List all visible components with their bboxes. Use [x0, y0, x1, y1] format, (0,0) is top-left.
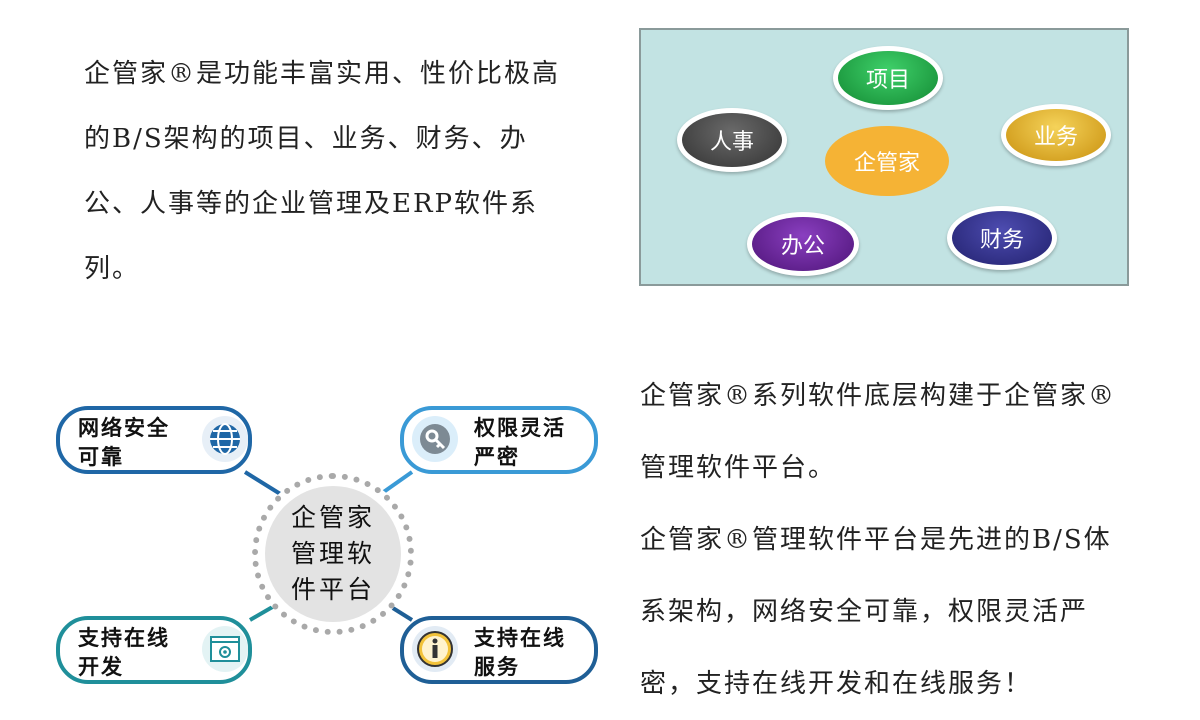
module-diagram: 项目 业务 人事 企管家 办公 财务	[639, 28, 1129, 286]
node-business-label: 业务	[1033, 125, 1078, 150]
platform-hub-label: 企管家管理软件平台	[290, 503, 375, 604]
node-office-label: 办公	[780, 234, 825, 259]
node-hr: 人事	[677, 108, 787, 172]
feature-online-service: 支持在线服务	[400, 616, 598, 684]
description-paragraph-1: 企管家®系列软件底层构建于企管家®管理软件平台。	[640, 381, 1117, 483]
feature-online-service-label: 支持在线服务	[474, 625, 566, 679]
platform-hub-inner: 企管家管理软件平台	[265, 486, 401, 622]
info-icon	[412, 626, 458, 672]
node-office-bubble: 办公	[752, 217, 854, 271]
node-project-bubble: 项目	[838, 51, 938, 105]
platform-hub: 企管家管理软件平台	[252, 473, 414, 635]
platform-diagram: 网络安全可靠 权限灵活严密 企管家管理软件平台 支持	[0, 380, 620, 710]
node-finance-bubble: 财务	[952, 211, 1052, 265]
node-hr-label: 人事	[709, 130, 754, 155]
node-center-label: 企管家	[853, 151, 920, 176]
feature-security: 网络安全可靠	[56, 406, 252, 474]
node-business-bubble: 业务	[1006, 109, 1106, 161]
node-hr-bubble: 人事	[682, 113, 782, 167]
platform-description: 企管家®系列软件底层构建于企管家®管理软件平台。 企管家®管理软件平台是先进的B…	[640, 360, 1130, 720]
gear-window-icon	[202, 626, 248, 672]
feature-online-dev: 支持在线开发	[56, 616, 252, 684]
node-center-bubble: 企管家	[825, 126, 949, 196]
globe-icon	[202, 416, 248, 462]
node-business: 业务	[1001, 104, 1111, 166]
node-project-label: 项目	[865, 68, 910, 93]
node-finance: 财务	[947, 206, 1057, 270]
node-center: 企管家	[825, 126, 949, 196]
feature-online-dev-label: 支持在线开发	[78, 625, 170, 679]
node-office: 办公	[747, 212, 859, 276]
description-paragraph-2: 企管家®管理软件平台是先进的B/S体系架构，网络安全可靠，权限灵活严密，支持在线…	[640, 525, 1112, 699]
feature-security-label: 网络安全可靠	[78, 415, 170, 469]
node-finance-label: 财务	[979, 228, 1024, 253]
feature-permissions: 权限灵活严密	[400, 406, 598, 474]
feature-permissions-label: 权限灵活严密	[474, 415, 566, 469]
intro-paragraph: 企管家®是功能丰富实用、性价比极高的B/S架构的项目、业务、财务、办公、人事等的…	[84, 59, 561, 284]
key-icon	[412, 416, 458, 462]
node-project: 项目	[833, 46, 943, 110]
